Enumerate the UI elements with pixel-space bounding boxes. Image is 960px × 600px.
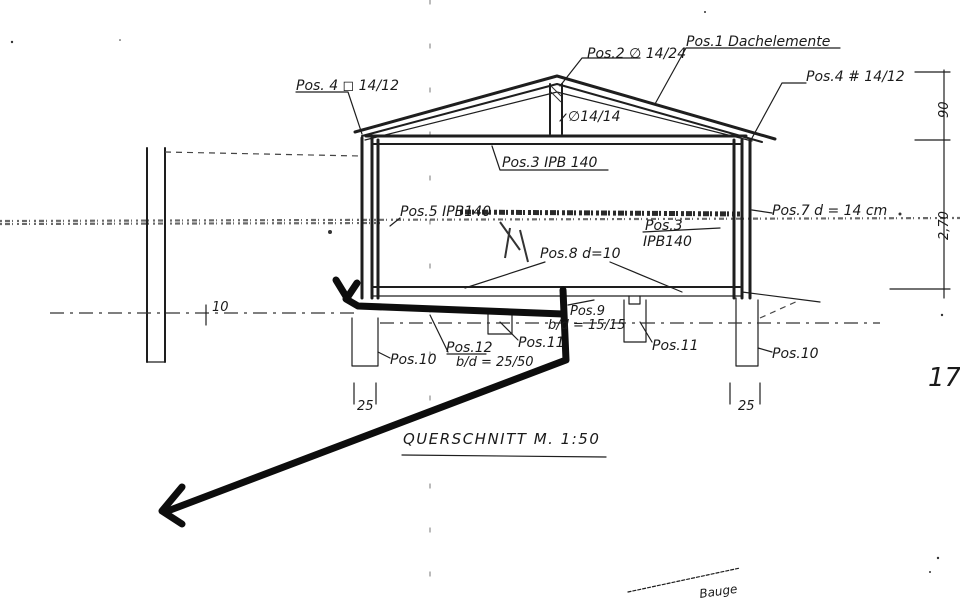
columns	[360, 136, 752, 300]
label-pos12: Pos.12	[446, 340, 493, 356]
label-pos11-right: Pos.11	[652, 338, 699, 354]
marker-arrow	[158, 276, 570, 528]
label-pos2: Pos.2 ∅ 14/24	[587, 46, 686, 62]
label-dim-25-left: 25	[357, 399, 374, 414]
scan-specks	[10, 11, 944, 573]
label-pos3-mid-a: Pos.3	[645, 218, 683, 234]
label-pos12-dim: b/d = 25/50	[456, 355, 534, 370]
stamp-text: Bauge	[698, 582, 738, 600]
label-pos1: Pos.1 Dachelemente	[686, 34, 830, 50]
stamp: Bauge	[627, 567, 741, 600]
label-dim-270: 2,70	[937, 211, 952, 240]
scan-noise	[0, 209, 960, 263]
label-pos10-left: Pos.10	[390, 352, 437, 368]
leader-lines	[295, 47, 841, 359]
label-column-ridge: ∅14/14	[568, 109, 621, 125]
label-dim-10: 10	[212, 300, 229, 315]
label-pos8: Pos.8 d=10	[540, 246, 621, 262]
floor-slab	[371, 286, 821, 303]
label-pos10-right: Pos.10	[772, 346, 819, 362]
label-pos11-left: Pos.11	[518, 335, 565, 351]
label-dim-90: 90	[937, 101, 952, 118]
label-pos3-top: Pos.3 IPB 140	[502, 155, 598, 171]
label-pos4-left: Pos. 4 ◻ 14/12	[296, 78, 399, 94]
label-pos4-right: Pos.4 # 14/12	[806, 69, 905, 85]
label-pos9-dim: b/d = 15/15	[548, 318, 626, 333]
dimensions	[205, 0, 951, 600]
adjacent-building	[50, 147, 361, 363]
annotations: Pos.2 ∅ 14/24 Pos.1 Dachelemente Pos. 4 …	[212, 34, 960, 414]
drawing-caption: QUERSCHNITT M. 1:50	[403, 430, 600, 448]
label-pos9: Pos.9	[570, 304, 605, 319]
foundations	[351, 295, 880, 367]
label-dim-25-right: 25	[738, 399, 755, 414]
roof	[353, 74, 777, 143]
label-pos3-mid-b: IPB140	[643, 234, 692, 250]
caption: QUERSCHNITT M. 1:50	[401, 430, 607, 458]
label-pos5: Pos.5 IPB140	[400, 204, 491, 220]
top-beam	[364, 134, 748, 145]
label-side-mark: 17	[928, 363, 960, 393]
label-pos7: Pos.7 d = 14 cm	[772, 203, 887, 219]
